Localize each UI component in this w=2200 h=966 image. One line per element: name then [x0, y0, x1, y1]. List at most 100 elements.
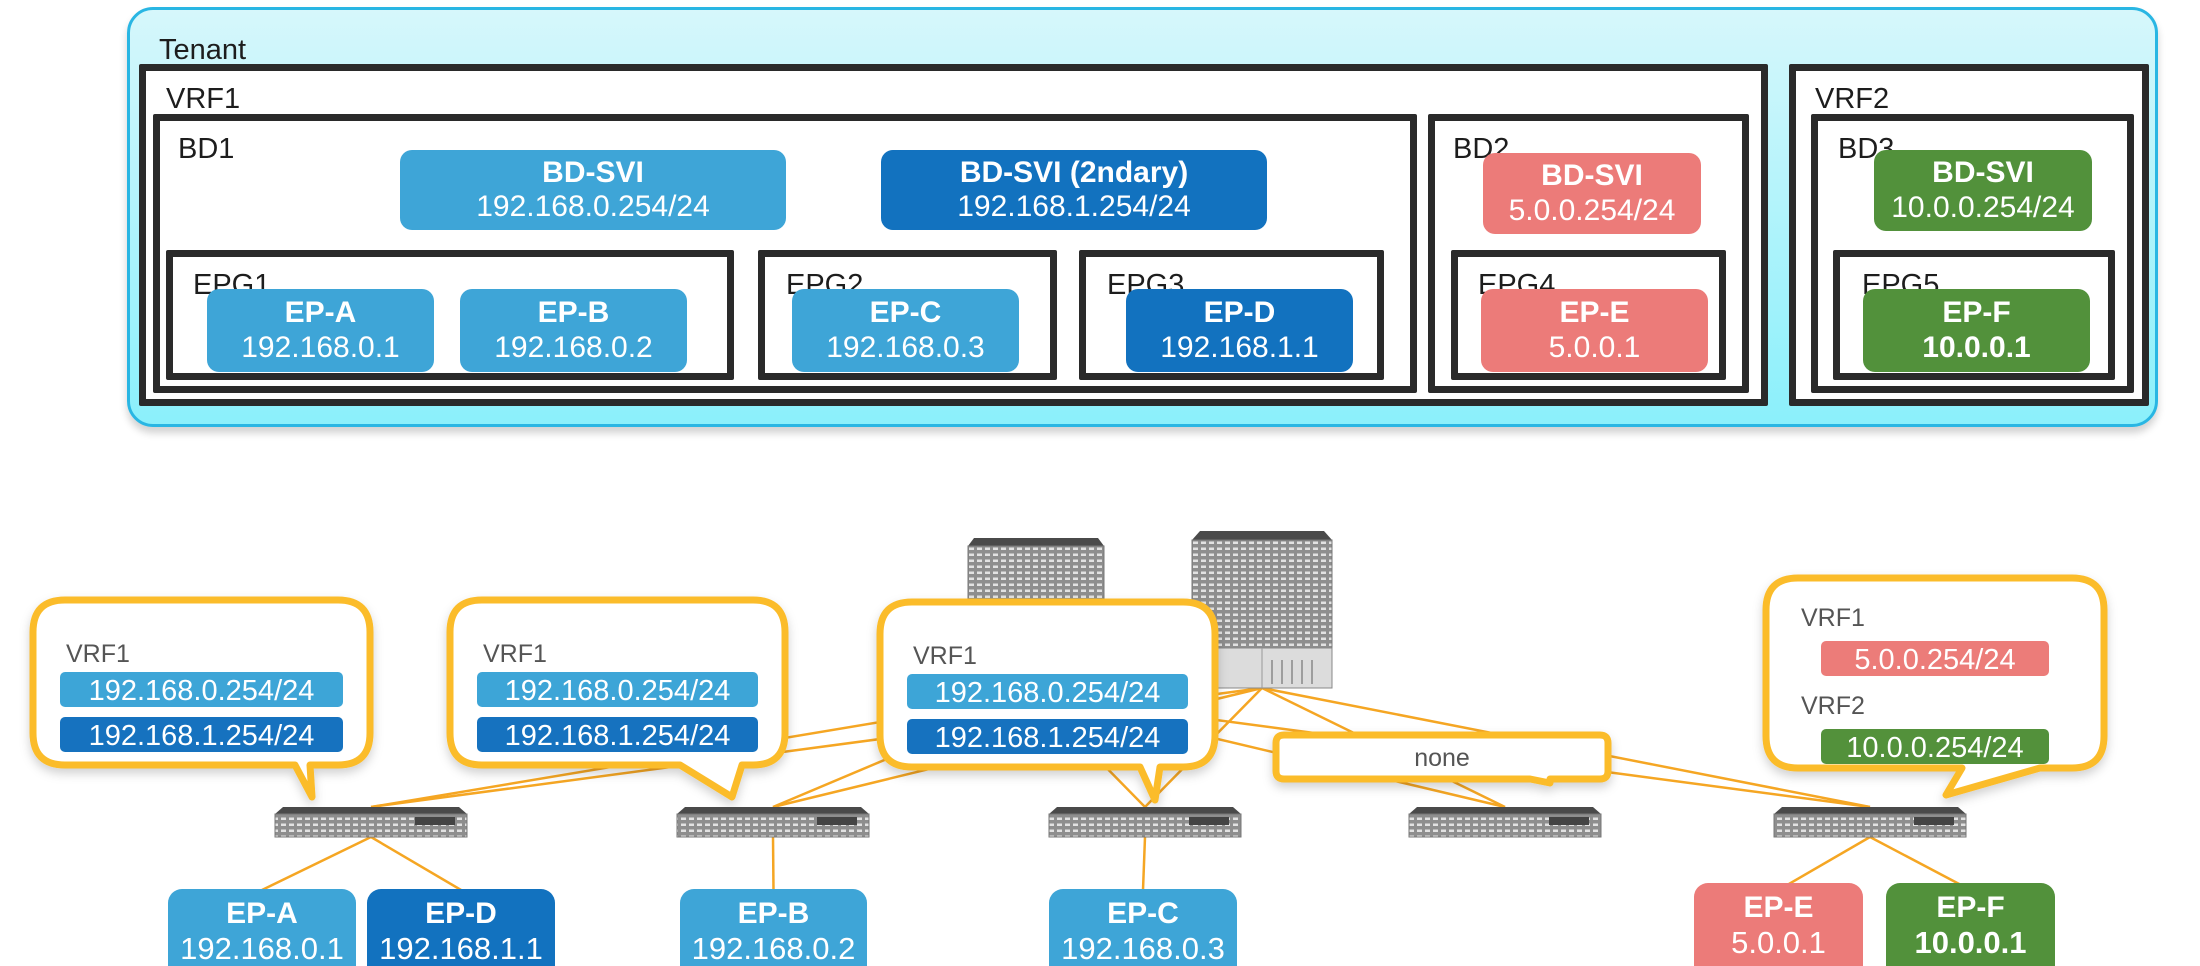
link-leaf5-ep-e — [1777, 835, 1871, 892]
tenant-label: Tenant — [159, 34, 247, 66]
endpoint-name: EP-B — [738, 897, 810, 930]
leaf-top — [1049, 807, 1241, 814]
link-leaf1-ep-a — [261, 835, 372, 892]
endpoint-box — [680, 889, 867, 966]
ep-name: EP-A — [284, 296, 357, 329]
ep-ip: 192.168.1.1 — [1160, 330, 1319, 364]
svi-title: BD-SVI — [1932, 156, 2034, 189]
leaf1-config-bubble: VRF1 192.168.0.254/24 192.168.1.254/24 — [29, 596, 374, 801]
svi-ip: 192.168.0.254/24 — [476, 190, 710, 223]
svi-ip: 5.0.0.254/24 — [1508, 193, 1676, 227]
bubble-subnet-bar — [907, 719, 1188, 754]
link-leaf5-ep-f — [1869, 835, 1972, 892]
endpoint-box — [1049, 889, 1237, 966]
ep-ip: 192.168.0.3 — [826, 330, 985, 364]
bubble-subnet-bar — [60, 717, 343, 752]
ep-a-box: EP-A 192.168.0.1 — [207, 289, 434, 372]
leaf-switch-5[interactable] — [1773, 807, 1967, 838]
bubble-subnet-text: 192.168.0.254/24 — [505, 675, 731, 707]
leaf4-config-bubble: none — [1272, 731, 1612, 787]
bubble-none-text: none — [1414, 744, 1470, 772]
bubble-vrf-label: VRF1 — [66, 640, 130, 668]
ep-ip: 5.0.0.1 — [1548, 330, 1641, 364]
ep-ip: 192.168.0.1 — [241, 330, 400, 364]
ep-b-box: EP-B 192.168.0.2 — [460, 289, 687, 372]
bubble-subnet-bar — [1821, 729, 2049, 764]
endpoint-ep-e[interactable]: EP-E5.0.0.1 — [1694, 883, 1863, 966]
bd3-svi: BD-SVI 10.0.0.254/24 — [1874, 150, 2092, 231]
endpoint-box — [1694, 883, 1863, 966]
leaf-uplink-ports — [817, 817, 857, 825]
bubble-subnet-bar — [1821, 641, 2049, 676]
leaf-top — [1409, 807, 1601, 814]
endpoint-ip: 192.168.0.3 — [1061, 931, 1225, 966]
bubble-subnet-bar — [907, 674, 1188, 709]
endpoint-ip: 192.168.1.1 — [379, 931, 543, 966]
vrf1-label: VRF1 — [166, 83, 241, 115]
leaf-switch-4[interactable] — [1408, 807, 1602, 838]
leaf-top — [1774, 807, 1966, 814]
leaf-switch-3[interactable] — [1048, 807, 1242, 838]
bubble-subnet-text: 192.168.0.254/24 — [89, 675, 315, 707]
endpoint-ip: 5.0.0.1 — [1731, 925, 1826, 960]
svi-ip: 192.168.1.254/24 — [957, 190, 1191, 223]
endpoint-box — [168, 889, 356, 966]
bubble-subnet-text: 192.168.1.254/24 — [89, 720, 315, 752]
bd1-svi-secondary: BD-SVI (2ndary) 192.168.1.254/24 — [881, 150, 1267, 230]
spine-1-top — [968, 538, 1104, 546]
bubble-vrf-label: VRF2 — [1801, 692, 1865, 720]
svi-title: BD-SVI — [1541, 159, 1643, 192]
bubble-subnet-text: 192.168.1.254/24 — [505, 720, 731, 752]
ep-ip: 192.168.0.2 — [494, 330, 653, 364]
bubble-subnet-text: 192.168.1.254/24 — [935, 722, 1161, 754]
svi-title: BD-SVI — [542, 155, 644, 189]
leaf-switch-2[interactable] — [676, 807, 870, 838]
bubble-subnet-text: 5.0.0.254/24 — [1854, 644, 2015, 676]
leaf-switch-1[interactable] — [274, 807, 468, 838]
link-leaf1-ep-d — [370, 835, 462, 892]
bd1-svi-primary: BD-SVI 192.168.0.254/24 — [400, 150, 786, 230]
link-leaf2-ep-b — [771, 836, 775, 891]
bubble-subnet-bar — [60, 672, 343, 707]
bubble-vrf-label: VRF1 — [913, 642, 977, 670]
endpoint-box — [367, 889, 555, 966]
endpoint-name: EP-D — [425, 897, 497, 930]
ep-name: EP-F — [1942, 296, 2011, 329]
endpoint-ip: 192.168.0.1 — [180, 931, 344, 966]
bubble-vrf-label: VRF1 — [1801, 604, 1865, 632]
leaf-top — [275, 807, 467, 814]
leaf-uplink-ports — [1914, 817, 1954, 825]
svi-ip: 10.0.0.254/24 — [1891, 190, 2075, 224]
leaf-uplink-ports — [1549, 817, 1589, 825]
bubble-subnet-text: 192.168.0.254/24 — [935, 677, 1161, 709]
bubble-subnet-bar — [477, 672, 758, 707]
ep-name: EP-C — [869, 296, 942, 329]
bubble-subnet-text: 10.0.0.254/24 — [1846, 732, 2023, 764]
spine-2-top — [1192, 531, 1332, 540]
endpoint-ep-f[interactable]: EP-F10.0.0.1 — [1886, 883, 2055, 966]
link-leaf3-ep-c — [1141, 836, 1147, 891]
endpoint-name: EP-A — [226, 897, 298, 930]
endpoint-box — [1886, 883, 2055, 966]
leaf-uplink-ports — [415, 817, 455, 825]
endpoint-name: EP-F — [1936, 891, 2004, 924]
ep-e-box: EP-E 5.0.0.1 — [1481, 289, 1708, 372]
ep-ip: 10.0.0.1 — [1922, 330, 2031, 364]
leaf-uplink-ports — [1189, 817, 1229, 825]
bubble-subnet-bar — [477, 717, 758, 752]
bubble-outline — [1272, 731, 1612, 787]
vrf2-label: VRF2 — [1815, 83, 1890, 115]
bd1-label: BD1 — [178, 133, 235, 165]
endpoint-ip: 192.168.0.2 — [692, 931, 856, 966]
endpoint-name: EP-E — [1743, 891, 1813, 924]
ep-f-box: EP-F 10.0.0.1 — [1863, 289, 2090, 372]
endpoint-name: EP-C — [1107, 897, 1179, 930]
ep-name: EP-B — [537, 296, 610, 329]
ep-d-box: EP-D 192.168.1.1 — [1126, 289, 1353, 372]
